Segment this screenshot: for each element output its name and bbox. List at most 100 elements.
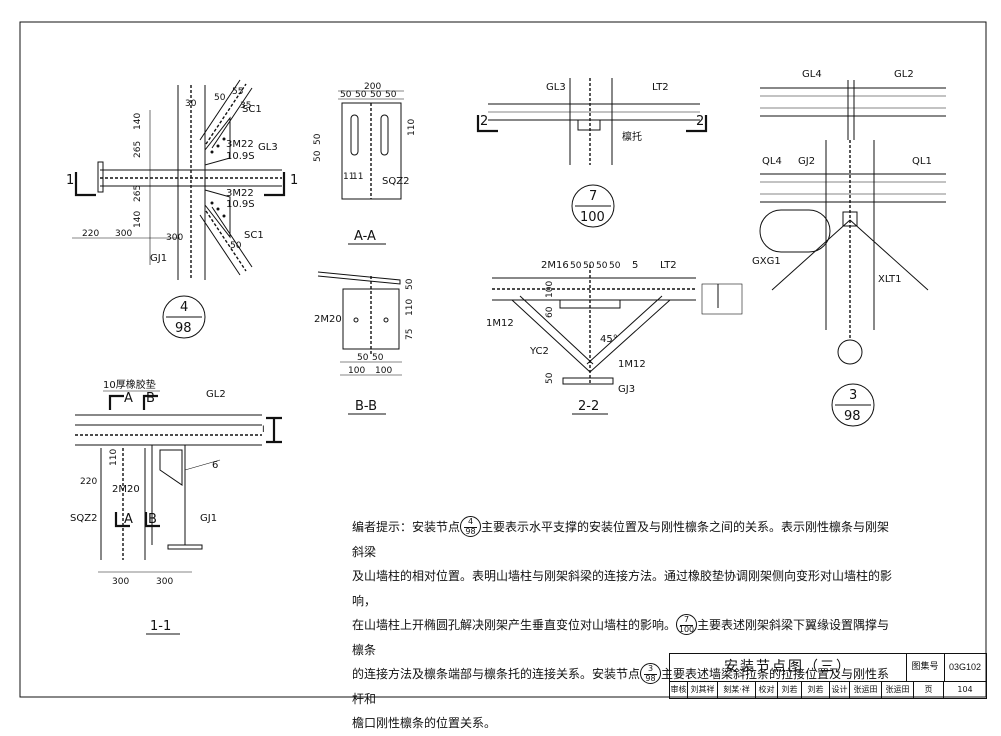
aa-dim-50d: 50 bbox=[385, 90, 397, 100]
dim-35: 35 bbox=[240, 101, 251, 111]
bb-label-bolt: 2M20 bbox=[314, 314, 342, 325]
label-grade-top: 10.9S bbox=[226, 151, 255, 162]
dim-55: 55 bbox=[232, 87, 243, 97]
s22-label-bolt-mid: 1M12 bbox=[618, 359, 646, 370]
section-22: 2M16 50 50 50 50 5 LT2 100 60 1M12 YC2 4… bbox=[486, 260, 743, 415]
atlas-number: 03G102 bbox=[948, 662, 982, 672]
section-aa: 200 50 50 50 50 110 50 50 11 11 SQZ2 A-A bbox=[313, 82, 417, 245]
aa-dim-200: 200 bbox=[364, 82, 381, 92]
s11-sec-a-top: A bbox=[124, 391, 133, 406]
aa-dim-50c: 50 bbox=[370, 90, 382, 100]
d7-label-bracket: 檩托 bbox=[622, 130, 642, 143]
dim-50-top: 50 bbox=[214, 93, 226, 103]
sec-1-right: 1 bbox=[290, 173, 298, 188]
d7-label-lt2: LT2 bbox=[652, 82, 669, 93]
s22-dim-50b: 50 bbox=[583, 261, 595, 271]
label-gj1: GJ1 bbox=[150, 253, 167, 264]
s22-dim-50c: 50 bbox=[596, 261, 608, 271]
s22-dim-50d: 50 bbox=[609, 261, 621, 271]
dim-265-top: 265 bbox=[133, 141, 143, 158]
aa-dim-110: 110 bbox=[407, 119, 417, 136]
s22-label-lt2: LT2 bbox=[660, 260, 677, 271]
aa-dim-50a: 50 bbox=[340, 90, 352, 100]
s22-label-bolt-left: 1M12 bbox=[486, 318, 514, 329]
dim-30: 30 bbox=[185, 99, 197, 109]
s22-dim-60: 60 bbox=[545, 306, 555, 318]
dim-300: 300 bbox=[115, 229, 132, 239]
s11-sec-b-top: B bbox=[146, 391, 155, 406]
ref-4-98-den: 98 bbox=[175, 321, 192, 336]
d3-label-gj2: GJ2 bbox=[798, 156, 815, 167]
ref-7-100-den: 100 bbox=[580, 210, 605, 225]
d3-label-ql1: QL1 bbox=[912, 156, 932, 167]
s11-sec-b-bot: B bbox=[148, 512, 157, 527]
s11-dim-110: 110 bbox=[109, 449, 119, 466]
detail-4-98: 1 1 140 265 265 140 300 220 300 30 50 55… bbox=[66, 79, 298, 339]
dim-140-bot: 140 bbox=[133, 211, 143, 228]
note-line-2: 及山墙柱的相对位置。表明山墙柱与刚架斜梁的连接方法。通过橡胶垫协调刚架侧向变形对… bbox=[352, 569, 893, 608]
d7-label-gl3: GL3 bbox=[546, 82, 566, 93]
detail-3-98: GL4 GL2 QL4 GJ2 QL1 GXG1 XLT1 3 98 bbox=[752, 69, 946, 427]
d3-label-gxg1: GXG1 bbox=[752, 256, 781, 267]
bb-dim-50: 50 bbox=[405, 278, 415, 290]
aa-dim-50b: 50 bbox=[355, 90, 367, 100]
ref-3-98-den: 98 bbox=[844, 409, 861, 424]
bb-dim-50b: 50 bbox=[372, 353, 384, 363]
sheet-border bbox=[19, 21, 987, 698]
s22-dim-100: 100 bbox=[545, 281, 555, 298]
s22-dim-50v: 50 bbox=[545, 372, 555, 384]
bb-dim-110: 110 bbox=[405, 299, 415, 316]
ref-4-98-num: 4 bbox=[180, 300, 188, 315]
s22-label-bolt-top: 2M16 bbox=[541, 260, 569, 271]
s22-dim-50a: 50 bbox=[570, 261, 582, 271]
dim-50-bot: 50 bbox=[230, 241, 242, 251]
atlas-label: 图集号 bbox=[906, 654, 945, 681]
label-bolt-bot: 3M22 bbox=[226, 188, 254, 199]
tb-reviewer-sign: 刻某·祥 bbox=[718, 682, 756, 698]
tb-check-label: 校对 bbox=[756, 682, 778, 698]
d3-label-xlt1: XLT1 bbox=[878, 274, 902, 285]
dim-265-bot: 265 bbox=[133, 185, 143, 202]
s11-label-gj1: GJ1 bbox=[200, 513, 217, 524]
tb-review-label: 审核 bbox=[670, 682, 688, 698]
drawing-sheet: 1 1 140 265 265 140 300 220 300 30 50 55… bbox=[19, 21, 987, 698]
s22-label-yc2: YC2 bbox=[529, 346, 549, 357]
bb-dim-75: 75 bbox=[405, 329, 415, 340]
s11-sec-a-bot: A bbox=[124, 512, 133, 527]
bb-dim-100b: 100 bbox=[375, 366, 392, 376]
bb-dim-100a: 100 bbox=[348, 366, 365, 376]
d7-sec-right: 2 bbox=[696, 114, 704, 129]
tb-checker: 刘若 bbox=[778, 682, 802, 698]
ref-3-98-num: 3 bbox=[849, 388, 857, 403]
tb-page-number: 104 bbox=[957, 685, 973, 694]
detail-7-100: 2 2 GL3 LT2 檩托 7 100 bbox=[476, 78, 708, 228]
ref-7-100-num: 7 bbox=[589, 189, 597, 204]
label-sc1-top: SC1 bbox=[242, 104, 262, 115]
aa-dim-11b: 11 bbox=[352, 172, 363, 182]
tb-designer-sign: 张运田 bbox=[882, 682, 914, 698]
s11-label-gl2: GL2 bbox=[206, 389, 226, 400]
s11-label-sqz2: SQZ2 bbox=[70, 513, 97, 524]
beam-i-section-icon: I bbox=[262, 425, 265, 435]
label-bolt-top: 3M22 bbox=[226, 139, 254, 150]
tb-reviewer: 刘其祥 bbox=[688, 682, 718, 698]
tb-designer: 张运田 bbox=[850, 682, 882, 698]
label-gl3: GL3 bbox=[258, 142, 278, 153]
section-11: I 10厚橡胶垫 A B A B GL2 6 110 220 2M20 SQZ2… bbox=[70, 378, 282, 635]
d3-label-gl4: GL4 bbox=[802, 69, 822, 80]
aa-label-sqz2: SQZ2 bbox=[382, 176, 409, 187]
s11-dim-220: 220 bbox=[80, 477, 97, 487]
s11-dim-300b: 300 bbox=[156, 577, 173, 587]
dim-140-top: 140 bbox=[133, 113, 143, 130]
d3-label-ql4: QL4 bbox=[762, 156, 782, 167]
s11-label-pad: 10厚橡胶垫 bbox=[103, 378, 156, 391]
label-grade-bot: 10.9S bbox=[226, 199, 255, 210]
tb-checker-sign: 刘若 bbox=[802, 682, 830, 698]
title-block-row2: 审核 刘其祥 刻某·祥 校对 刘若 刘若 设计 张运田 张运田 页 104 bbox=[670, 682, 986, 698]
aa-title: A-A bbox=[354, 229, 376, 244]
